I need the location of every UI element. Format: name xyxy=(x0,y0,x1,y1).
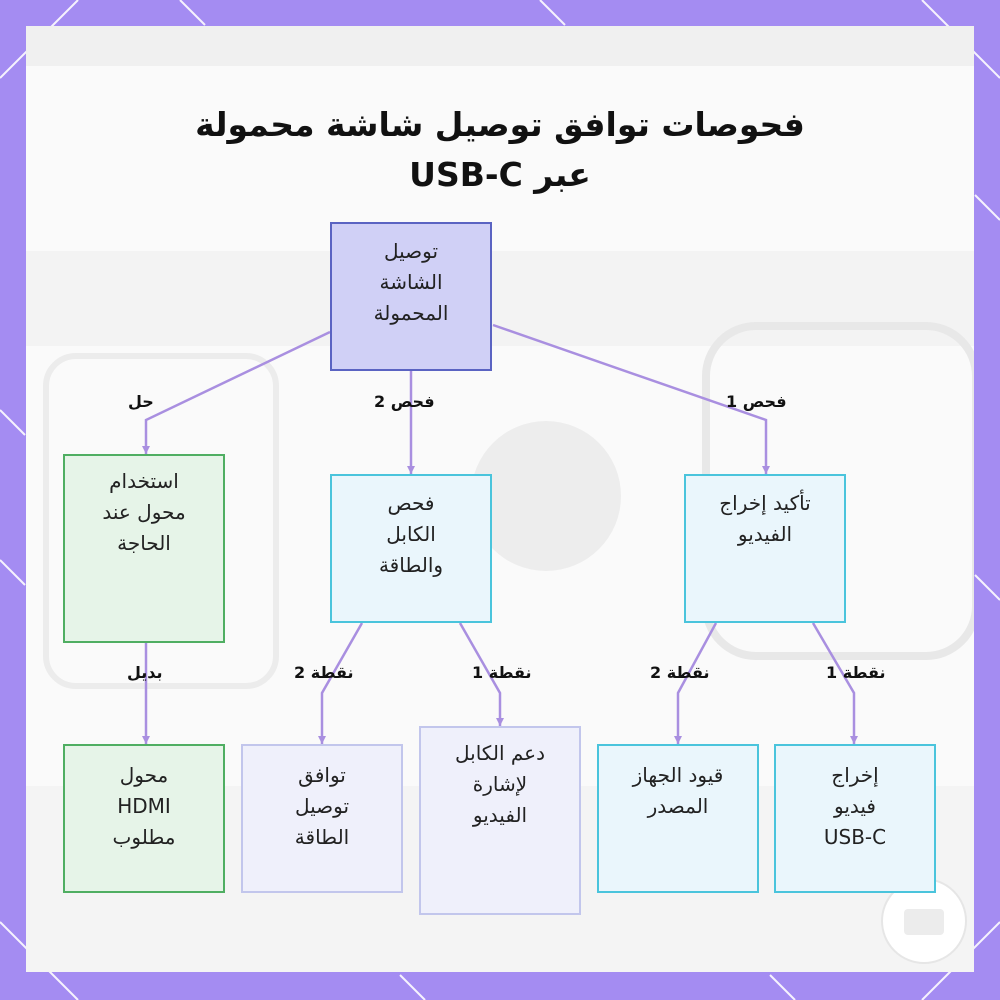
node-video-check: تأكيد إخراج الفيديو xyxy=(684,474,846,623)
node-cable-line-1: فحص xyxy=(387,491,435,515)
node-power-line-2: توصيل xyxy=(294,794,350,818)
node-cable-video-support: دعم الكابل لإشارة الفيديو xyxy=(419,726,581,915)
edge-label-cable-point1: نقطة 1 xyxy=(472,663,532,682)
edge-label-check2: فحص 2 xyxy=(374,392,435,411)
node-hdmi-line-2: HDMI xyxy=(117,794,171,818)
title-line-2: عبر USB-C xyxy=(409,155,591,194)
edge-label-video-point1: نقطة 1 xyxy=(826,663,886,682)
node-source-line-2: المصدر xyxy=(647,794,709,818)
node-hdmi-adapter: محول HDMI مطلوب xyxy=(63,744,225,893)
node-root-line-1: توصيل xyxy=(383,239,439,263)
node-usbc-output: إخراج فيديو USB-C xyxy=(774,744,936,893)
node-adapter-line-1: استخدام xyxy=(109,469,179,493)
node-source-line-1: قيود الجهاز xyxy=(632,763,724,787)
node-cable-line-3: والطاقة xyxy=(378,553,444,577)
node-hdmi-line-3: مطلوب xyxy=(112,825,176,849)
node-power-line-3: الطاقة xyxy=(294,825,350,849)
node-cable-check: فحص الكابل والطاقة xyxy=(330,474,492,623)
node-root-line-3: المحمولة xyxy=(373,301,449,325)
node-adapter-line-3: الحاجة xyxy=(117,531,171,555)
diagram-title: فحوصات توافق توصيل شاشة محمولة عبر USB-C xyxy=(100,100,900,200)
edge-video-to-source xyxy=(674,622,718,744)
node-support-line-2: لإشارة xyxy=(472,772,528,796)
connectors xyxy=(142,323,858,744)
diagram-card: فحوصات توافق توصيل شاشة محمولة عبر USB-C… xyxy=(26,26,974,972)
node-video-line-2: الفيديو xyxy=(737,522,793,546)
node-hdmi-line-1: محول xyxy=(119,763,169,787)
node-root: توصيل الشاشة المحمولة xyxy=(330,222,492,371)
edge-label-solution: حل xyxy=(128,392,154,411)
edge-root-to-adapter xyxy=(142,330,331,454)
edge-cable-to-power xyxy=(318,622,364,744)
node-power-compat: توافق توصيل الطاقة xyxy=(241,744,403,893)
node-support-line-1: دعم الكابل xyxy=(455,741,546,765)
edge-label-video-point2: نقطة 2 xyxy=(650,663,710,682)
edge-label-alternative: بديل xyxy=(127,663,163,682)
edge-video-to-usbc xyxy=(811,622,858,744)
node-adapter-solution: استخدام محول عند الحاجة xyxy=(63,454,225,643)
node-power-line-1: توافق xyxy=(298,763,346,787)
node-root-line-2: الشاشة xyxy=(379,270,443,294)
edge-root-to-video xyxy=(492,323,770,474)
title-line-1: فحوصات توافق توصيل شاشة محمولة xyxy=(195,105,805,144)
edge-label-check1: فحص 1 xyxy=(726,392,787,411)
node-source-limits: قيود الجهاز المصدر xyxy=(597,744,759,893)
edge-label-cable-point2: نقطة 2 xyxy=(294,663,354,682)
node-adapter-line-2: محول عند xyxy=(102,500,186,524)
edge-cable-to-support xyxy=(458,622,504,726)
node-usbc-line-2: فيديو xyxy=(834,794,876,818)
node-video-line-1: تأكيد إخراج xyxy=(719,491,811,515)
node-usbc-line-1: إخراج xyxy=(831,763,879,787)
node-usbc-line-3: USB-C xyxy=(823,825,887,849)
node-support-line-3: الفيديو xyxy=(472,803,528,827)
node-cable-line-2: الكابل xyxy=(386,522,436,546)
